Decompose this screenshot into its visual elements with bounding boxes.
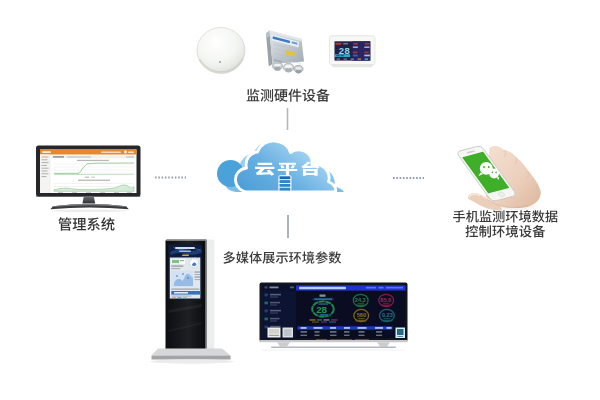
svg-text:28: 28 xyxy=(339,45,350,56)
